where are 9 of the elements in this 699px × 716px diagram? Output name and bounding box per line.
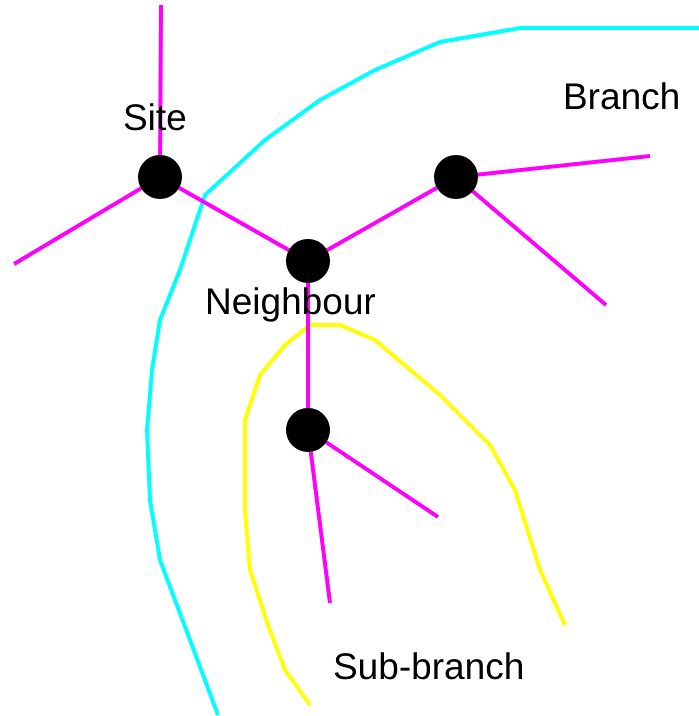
branch-line (12, 186, 142, 266)
region-label: Sub-branch (333, 648, 524, 685)
branch-line (478, 154, 650, 177)
branch-line (308, 452, 332, 604)
branch-line (326, 186, 438, 252)
branch-line (471, 190, 608, 307)
branch-line (158, 4, 163, 155)
branch-line (325, 440, 440, 519)
region-label: Branch (563, 78, 680, 115)
